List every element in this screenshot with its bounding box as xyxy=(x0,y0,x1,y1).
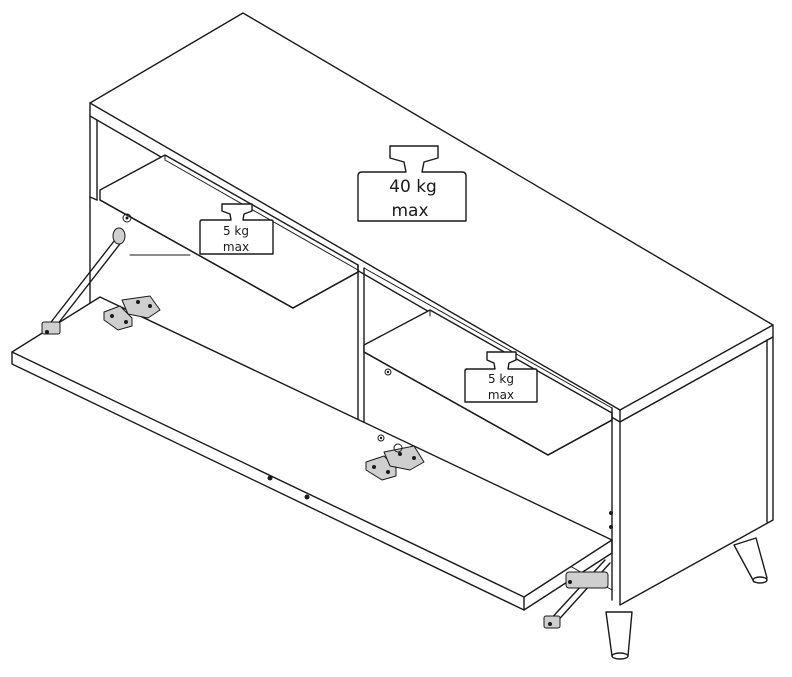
drop-down-door xyxy=(11,296,613,611)
weight-badge-right-shelf: 5 kg max xyxy=(464,351,538,403)
center-hinge xyxy=(365,434,425,481)
left-hinge xyxy=(103,295,161,331)
weight-badge-right-value: 5 kg xyxy=(488,372,514,386)
weight-badge-top: 40 kg max xyxy=(357,145,467,222)
weight-badge-left-shelf: 5 kg max xyxy=(199,203,274,255)
weight-badge-left-unit: max xyxy=(223,240,249,254)
weight-badge-right-unit: max xyxy=(488,388,514,402)
cabinet-legs xyxy=(605,537,768,660)
weight-badge-left-value: 5 kg xyxy=(223,224,249,238)
shelf-support-pins xyxy=(384,368,392,376)
right-side-panel xyxy=(609,336,774,606)
weight-badge-top-unit: max xyxy=(391,201,428,221)
right-lid-stay xyxy=(543,559,611,629)
left-lid-stay xyxy=(41,213,132,335)
weight-badge-top-value: 40 kg xyxy=(389,177,437,197)
